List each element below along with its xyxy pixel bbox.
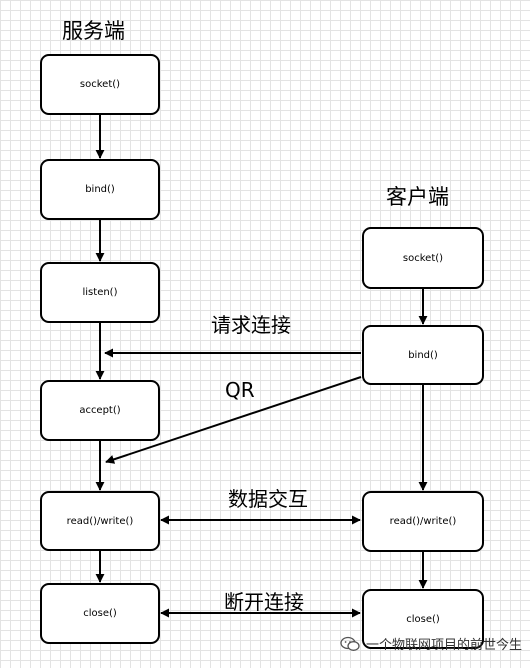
server-close-box: close() bbox=[40, 583, 160, 644]
data-exchange-label: 数据交互 bbox=[228, 487, 308, 511]
server-accept-box: accept() bbox=[40, 380, 160, 441]
arrow-qr bbox=[105, 376, 362, 464]
watermark-text: 一个物联网项目的前世今生 bbox=[366, 638, 523, 653]
qr-label: QR bbox=[225, 378, 255, 402]
client-close-box: close() bbox=[362, 589, 484, 649]
client-title: 客户端 bbox=[386, 185, 449, 209]
watermark: 一个物联网项目的前世今生 bbox=[340, 634, 522, 653]
wechat-icon bbox=[340, 636, 360, 651]
disconnect-label: 断开连接 bbox=[224, 590, 304, 614]
server-title: 服务端 bbox=[62, 19, 125, 43]
server-bind-box: bind() bbox=[40, 159, 160, 220]
server-readwrite-box: read()/write() bbox=[40, 491, 160, 551]
server-listen-box: listen() bbox=[40, 262, 160, 323]
client-readwrite-box: read()/write() bbox=[362, 491, 484, 552]
client-bind-box: bind() bbox=[362, 325, 484, 385]
server-socket-box: socket() bbox=[40, 54, 160, 115]
client-socket-box: socket() bbox=[362, 227, 484, 289]
request-connect-label: 请求连接 bbox=[211, 313, 291, 337]
